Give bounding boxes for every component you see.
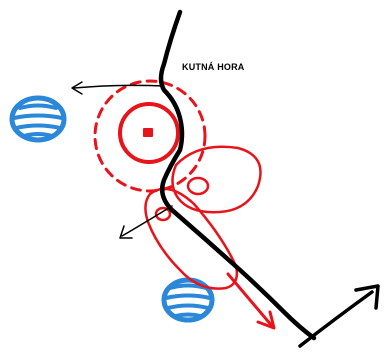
- town-circle: [118, 102, 180, 164]
- direction-arrow-west: [71, 81, 165, 95]
- main-road-line: [158, 9, 317, 341]
- small-oval-marker: [186, 176, 210, 196]
- area-south-outline: [144, 187, 239, 290]
- zone-boundary-circle: [93, 79, 207, 193]
- direction-arrow-northeast: [298, 284, 380, 348]
- direction-arrow-southwest: [119, 205, 173, 239]
- direction-arrow-red: [226, 272, 276, 330]
- area-east-outline: [171, 145, 262, 214]
- place-label: KUTNÁ HORA: [182, 62, 245, 72]
- lake-west-icon: [9, 95, 67, 143]
- lake-south-icon: [161, 277, 215, 323]
- small-oval-lower: [154, 206, 172, 222]
- town-marker-icon: [143, 128, 153, 137]
